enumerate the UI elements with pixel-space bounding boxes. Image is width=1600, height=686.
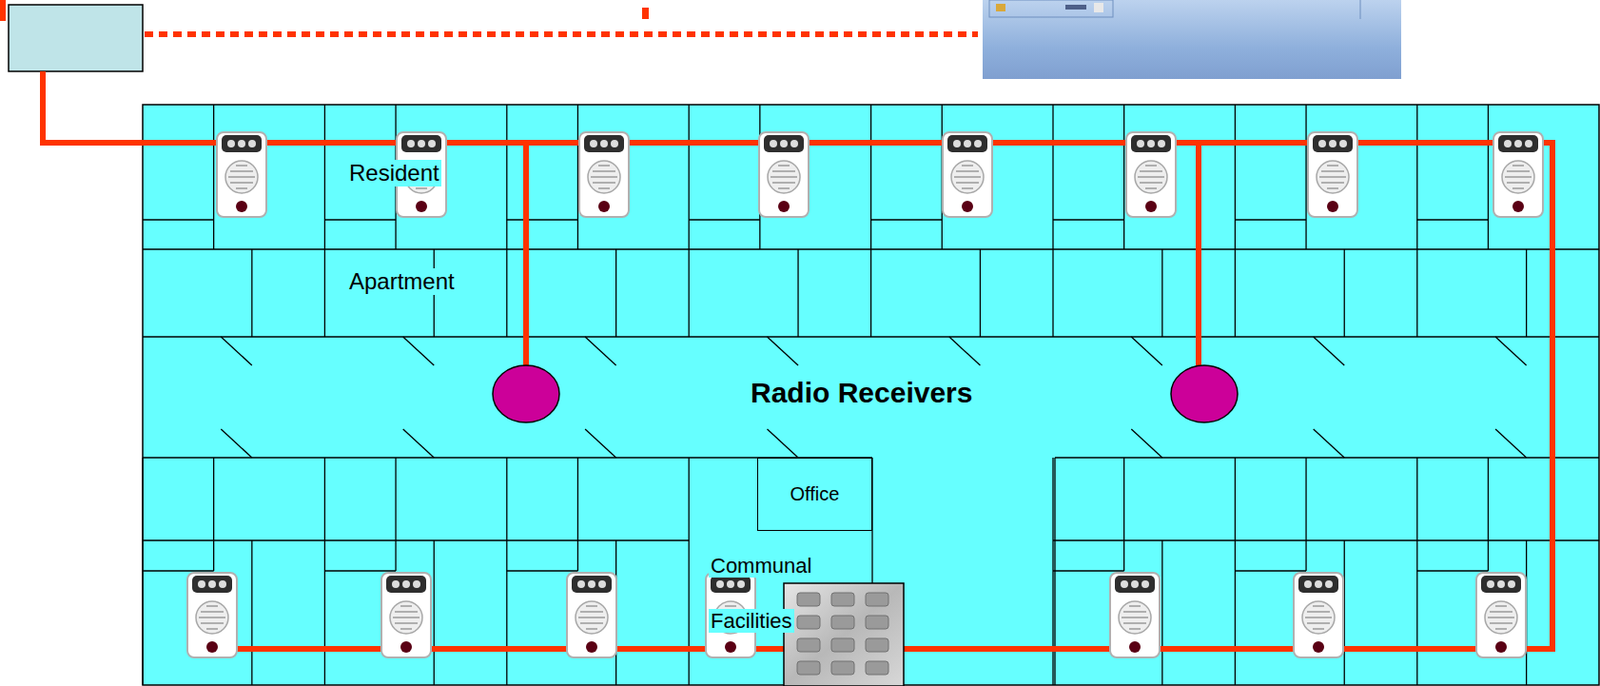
call-point-device <box>1293 572 1344 658</box>
call-point-device <box>1126 132 1176 217</box>
room-label: Facilities <box>708 608 795 633</box>
room-label: Apartment <box>347 268 457 295</box>
room-label: Communal <box>708 553 814 578</box>
call-point-device <box>579 132 629 217</box>
call-point-device <box>759 132 809 217</box>
call-point-device <box>187 572 237 658</box>
room-name: Office <box>790 483 840 506</box>
call-point-device <box>566 572 617 658</box>
call-point-device <box>942 132 993 217</box>
call-point-device <box>1493 132 1543 217</box>
call-point-device <box>216 132 267 217</box>
call-point-device <box>381 572 431 658</box>
receiver-label: Radio Receivers <box>748 376 975 410</box>
call-point-device <box>1476 572 1526 658</box>
call-point-device <box>1307 132 1358 217</box>
room-label: Resident <box>347 159 442 187</box>
office-room-box: Office <box>757 457 873 531</box>
call-point-device <box>1110 572 1160 658</box>
